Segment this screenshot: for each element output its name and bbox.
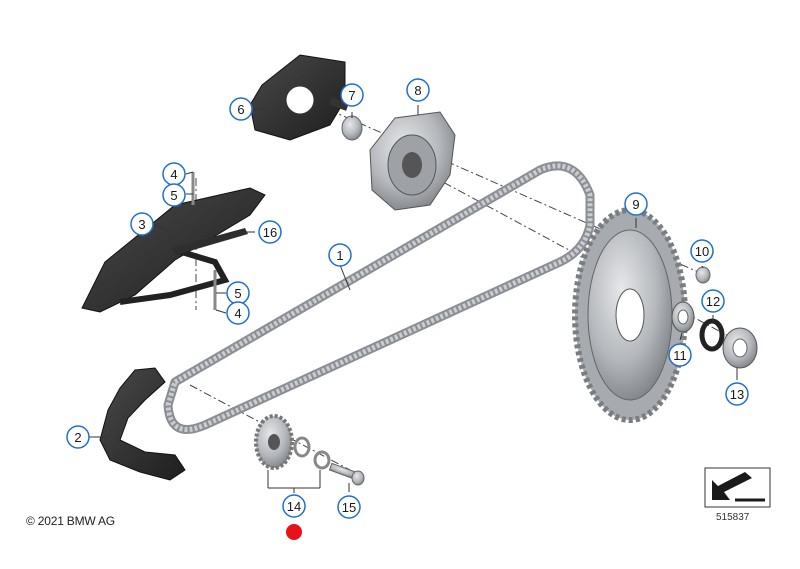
callouts: 1 2 3 4 5 6 7 8 9 10 11 12 13 14 15 16 5… — [66, 78, 749, 519]
callout-15[interactable]: 15 — [337, 495, 361, 519]
svg-text:14: 14 — [287, 499, 301, 514]
drive-flange — [369, 111, 456, 211]
callout-16[interactable]: 16 — [258, 220, 282, 244]
callout-bracket-14 — [267, 470, 321, 493]
svg-text:6: 6 — [237, 102, 244, 117]
callout-14[interactable]: 14 — [282, 494, 306, 518]
callout-9[interactable]: 9 — [624, 192, 648, 216]
callout-8[interactable]: 8 — [406, 78, 430, 102]
svg-text:5: 5 — [234, 286, 241, 301]
nav-arrow-icon[interactable] — [704, 467, 771, 508]
svg-text:2: 2 — [74, 430, 81, 445]
svg-text:5: 5 — [170, 188, 177, 203]
sprocket-bolt — [328, 462, 365, 486]
svg-text:3: 3 — [138, 217, 145, 232]
callout-10[interactable]: 10 — [690, 239, 714, 263]
callout-2[interactable]: 2 — [66, 425, 90, 449]
svg-text:8: 8 — [414, 83, 421, 98]
svg-text:1: 1 — [336, 248, 343, 263]
callout-11[interactable]: 11 — [668, 343, 692, 367]
drive-chain — [163, 161, 595, 434]
callout-6[interactable]: 6 — [229, 97, 253, 121]
svg-text:11: 11 — [673, 348, 687, 363]
sprocket-nut — [695, 266, 711, 284]
diagram-id: 515837 — [716, 512, 750, 523]
svg-text:13: 13 — [730, 387, 744, 402]
svg-text:16: 16 — [263, 225, 277, 240]
callout-1[interactable]: 1 — [328, 243, 352, 267]
svg-text:10: 10 — [695, 244, 709, 259]
svg-text:9: 9 — [632, 197, 639, 212]
callout-7[interactable]: 7 — [340, 83, 364, 107]
callout-3[interactable]: 3 — [130, 212, 154, 236]
callout-4-bottom[interactable]: 4 — [226, 301, 250, 325]
callout-12[interactable]: 12 — [701, 289, 725, 313]
callout-5-bottom[interactable]: 5 — [226, 281, 250, 305]
svg-text:15: 15 — [342, 500, 356, 515]
svg-text:7: 7 — [348, 88, 355, 103]
callout-5-top[interactable]: 5 — [162, 183, 186, 207]
callout-leaders — [89, 105, 738, 492]
bearing — [671, 301, 695, 333]
spacer-bushing — [722, 327, 758, 369]
svg-text:12: 12 — [706, 294, 720, 309]
callout-4-top[interactable]: 4 — [162, 162, 186, 186]
selection-marker — [286, 524, 302, 540]
chain-slider-strip — [172, 228, 248, 255]
svg-text:4: 4 — [170, 167, 177, 182]
chain-guard — [99, 367, 186, 481]
shaft-seal — [699, 318, 725, 352]
svg-text:4: 4 — [234, 306, 241, 321]
rubber-damper — [249, 54, 346, 141]
copyright-text: © 2021 BMW AG — [26, 514, 115, 528]
rear-sprocket — [572, 207, 688, 423]
front-sprocket — [254, 414, 331, 470]
callout-13[interactable]: 13 — [725, 382, 749, 406]
